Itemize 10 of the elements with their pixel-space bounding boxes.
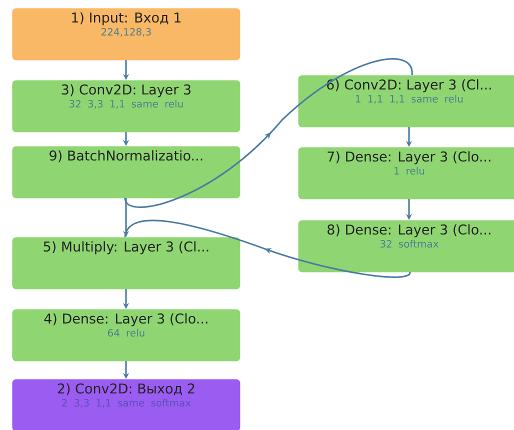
layer-box: 7) Dense: Layer 3 (Clo... 1 relu: [298, 147, 514, 200]
arrow: [124, 220, 411, 278]
layer-box: 1) Input: Вход 1 224,128,3: [12, 8, 240, 60]
layer-box: 4) Dense: Layer 3 (Clo... 64 relu: [12, 309, 240, 362]
layer-box: 8) Dense: Layer 3 (Clo... 32 softmax: [298, 220, 514, 272]
layer-box: 2) Conv2D: Выход 2 2 3,3 1,1 same softmax: [12, 379, 240, 430]
arrow: [124, 58, 413, 208]
layer-box: 9) BatchNormalizatio...: [12, 146, 240, 198]
layer-box: 3) Conv2D: Layer 3 32 3,3 1,1 same relu: [12, 80, 240, 132]
layer-box: 5) Multiply: Layer 3 (Cl...: [12, 237, 240, 290]
